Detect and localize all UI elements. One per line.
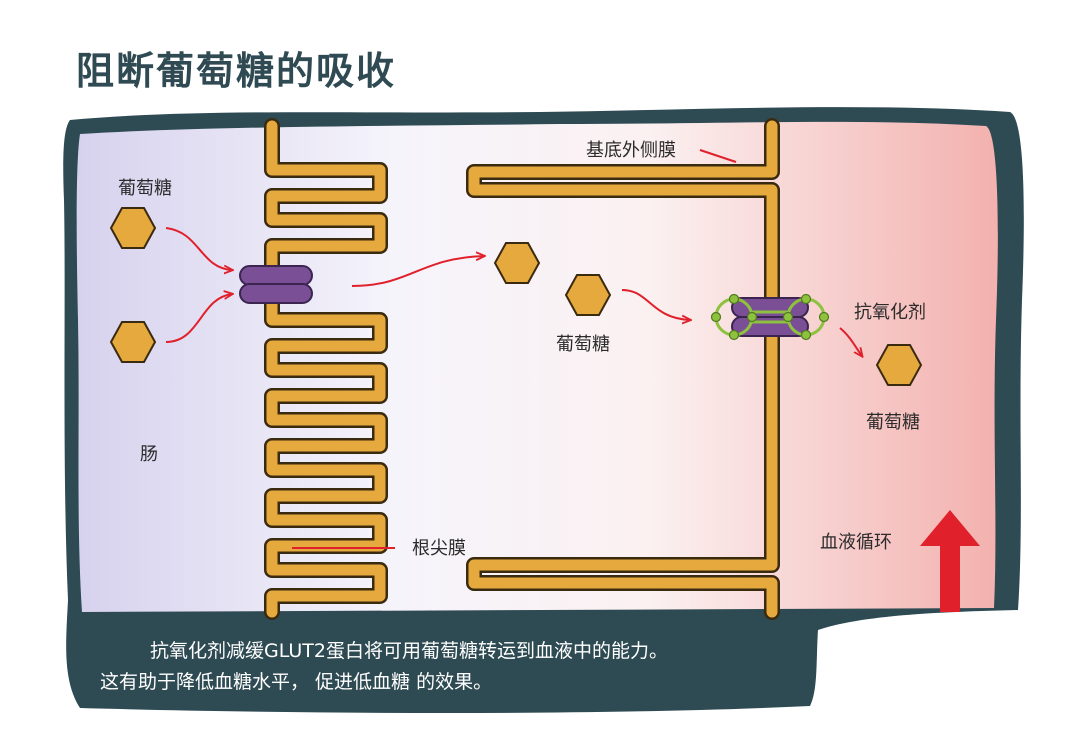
flow-arrow [621,289,690,320]
flow-arrow [351,256,484,287]
antioxidant-label: 抗氧化剂 [854,302,926,323]
flow-arrow [165,294,232,343]
apical-membrane [264,118,388,620]
glucose-molecule-icon [109,207,157,249]
basolateral-membrane-pointer [699,149,737,163]
caption: 抗氧化剂减缓GLUT2蛋白将可用葡萄糖转运到血液中的能力。 这有助于降低血糖水平… [100,636,800,698]
glucose-molecule-icon [493,242,541,284]
intestine-label: 肠 [140,444,158,465]
basolateral-membrane-label: 基底外侧膜 [586,140,676,161]
basolateral-membrane [466,118,780,620]
antioxidant-molecule [710,293,830,341]
blood-circulation-label: 血液循环 [820,532,892,553]
flow-arrow [839,327,862,356]
glucose-molecule-icon [564,274,612,316]
glucose-label: 葡萄糖 [556,334,610,355]
glucose-label: 葡萄糖 [866,412,920,433]
apical-transporter [239,265,313,304]
caption-line-2: 这有助于降低血糖水平， 促进低血糖 的效果。 [100,671,493,693]
apical-membrane-label: 根尖膜 [412,538,466,559]
glucose-label: 葡萄糖 [118,178,172,199]
blood-flow-arrow-icon [920,510,980,612]
glucose-molecule-icon [109,321,157,363]
glut2-transporter [731,297,809,337]
page-title: 阻断葡萄糖的吸收 [76,49,397,93]
caption-line-1: 抗氧化剂减缓GLUT2蛋白将可用葡萄糖转运到血液中的能力。 [150,640,668,662]
glucose-molecule-icon [875,344,923,386]
flow-arrow [165,227,232,270]
